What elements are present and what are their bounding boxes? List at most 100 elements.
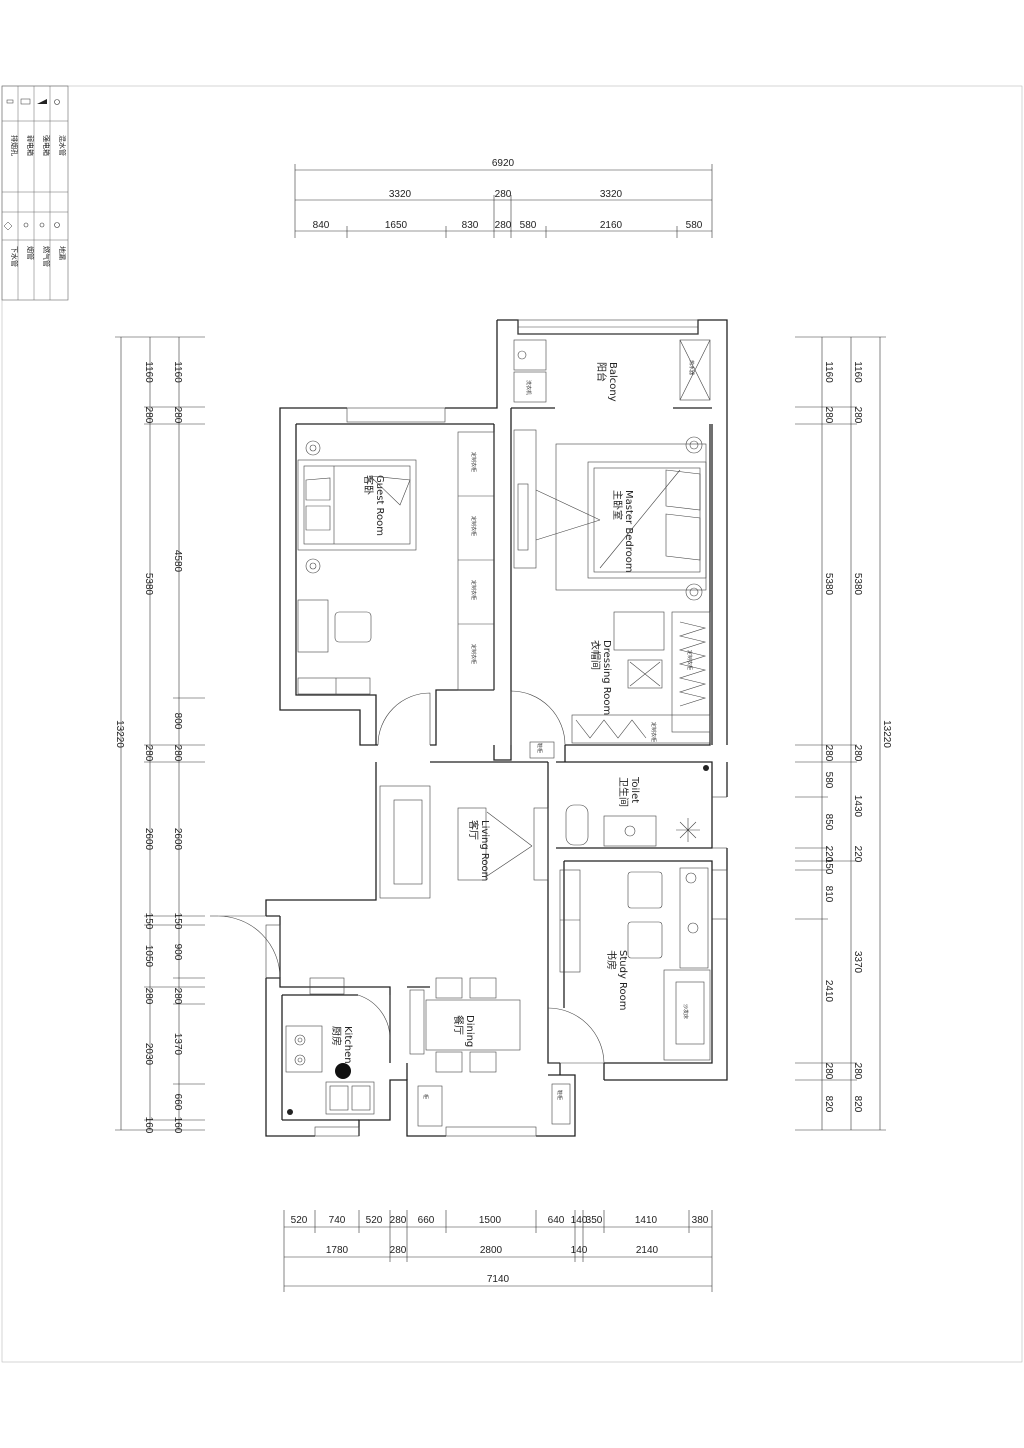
room-label-study: Study Room	[617, 950, 628, 1011]
dimension-label: 280	[495, 189, 512, 200]
dimension-label: 7140	[487, 1274, 510, 1285]
doors	[210, 690, 605, 1064]
fixture-label: 定制衣柜	[470, 580, 477, 600]
dimension-label: 13220	[114, 720, 125, 748]
room-label-dining-zh: 餐厅	[452, 1015, 465, 1035]
fixture-label: 定制衣柜	[470, 516, 477, 536]
sheet-border	[1, 85, 1023, 1363]
dimension-label: 280	[172, 407, 183, 424]
dimension-label: 280	[495, 220, 512, 231]
dimension-label: 1160	[852, 361, 863, 383]
dimension-label: 4580	[172, 550, 183, 573]
legend-label: 排烟孔	[10, 135, 19, 156]
tv-cabinet-icon	[533, 807, 549, 881]
legend-label: 弱电箱	[26, 135, 35, 156]
room-label-master: Master Bedroom	[623, 490, 634, 573]
dimension-label: 3320	[600, 189, 623, 200]
room-label-master-zh: 主卧室	[611, 490, 624, 520]
dimension-label: 1050	[143, 945, 154, 968]
dimension-label: 850	[823, 814, 834, 831]
fixture-label: 热水器	[688, 360, 695, 375]
dimension-label: 5380	[823, 573, 834, 596]
dimension-label: 150	[172, 913, 183, 930]
room-label-balcony: Balcony	[607, 362, 618, 402]
dimension-label: 580	[520, 220, 537, 231]
dimension-label: 1650	[385, 220, 408, 231]
desk-icon	[679, 867, 709, 969]
dimension-label: 2410	[823, 980, 834, 1003]
bed-icon	[587, 461, 707, 579]
room-label-dressing-zh: 衣帽间	[589, 640, 602, 670]
dimension-label: 13220	[881, 720, 892, 748]
ottoman-icon	[627, 659, 663, 689]
dimension-label: 830	[462, 220, 479, 231]
cabinet-icon	[679, 339, 711, 401]
dimension-label: 640	[548, 1215, 565, 1226]
dimension-label: 1430	[852, 795, 863, 818]
dimension-label: 820	[823, 1096, 834, 1113]
fixture-label: 定制衣柜	[650, 722, 657, 742]
wardrobe-icon	[457, 431, 495, 691]
dimension-label: 280	[823, 745, 834, 762]
room-label-guest-zh: 客卧	[362, 475, 375, 495]
chair-icon	[627, 871, 663, 909]
dimension-label: 280	[143, 745, 154, 762]
dimension-label: 2600	[143, 828, 154, 851]
dimension-label: 580	[686, 220, 703, 231]
room-label-toilet-zh: 卫生间	[617, 777, 630, 807]
legend-label: 烟管	[26, 246, 35, 260]
dimension-label: 280	[172, 988, 183, 1005]
dimension-label: 2160	[600, 220, 623, 231]
dimension-label: 280	[852, 407, 863, 424]
dimension-label: 220	[823, 846, 834, 863]
room-label-dressing: Dressing Room	[601, 640, 612, 715]
room-label-balcony-zh: 阳台	[595, 362, 608, 382]
fridge-icon	[309, 977, 345, 995]
dimension-label: 5380	[852, 573, 863, 596]
dimension-label: 840	[313, 220, 330, 231]
room-label-living: Living Room	[479, 820, 490, 881]
chair-icon	[627, 921, 663, 959]
dimension-label: 280	[852, 1063, 863, 1080]
dimension-label: 140	[571, 1245, 588, 1256]
dimension-label: 280	[172, 745, 183, 762]
bottom-dimensions: 520 740 520 280 660 1500 640 140 350 141…	[283, 1210, 713, 1292]
legend-label: 下水管	[10, 246, 19, 267]
fixture-label: 定制衣柜	[470, 644, 477, 664]
dimension-label: 660	[418, 1215, 435, 1226]
dimension-label: 520	[366, 1215, 383, 1226]
dimension-label: 380	[692, 1215, 709, 1226]
room-labels: Balcony 阳台 Guest Room 客卧 Master Bedroom …	[330, 362, 640, 1064]
right-dimensions: 13220 1160 280 5380 280 580 850 220 150 …	[795, 336, 892, 1131]
dimension-label: 350	[586, 1215, 603, 1226]
dimension-label: 660	[172, 1094, 183, 1111]
dimension-label: 160	[172, 1117, 183, 1134]
dimension-label: 800	[172, 713, 183, 730]
sink-icon	[513, 339, 547, 371]
drain-icon	[703, 765, 709, 771]
dimension-label: 220	[852, 846, 863, 863]
room-label-dining: Dining	[464, 1015, 475, 1047]
chair-icon	[334, 611, 372, 643]
furniture: 洗衣机 热水器 定制衣柜 定制衣柜 定制衣柜 定制衣柜	[285, 339, 711, 1127]
stove-burner-icon	[294, 1054, 306, 1066]
washer-icon	[513, 371, 547, 403]
dimension-label: 6920	[492, 158, 515, 169]
vanity-icon	[603, 815, 657, 847]
dimension-label: 2600	[172, 828, 183, 851]
person-icon	[335, 1063, 351, 1079]
dimension-label: 3370	[852, 951, 863, 974]
desk-icon	[297, 599, 329, 653]
legend-table: 混水管 强电箱 弱电箱 排烟孔 地漏 燃气管 烟管 下水管	[1, 85, 69, 301]
legend-label: 地漏	[58, 246, 67, 260]
dimension-label: 810	[823, 886, 834, 903]
dimension-label: 2800	[480, 1245, 503, 1256]
dimension-label: 2140	[636, 1245, 659, 1256]
dimension-label: 820	[852, 1096, 863, 1113]
toilet-icon	[565, 804, 589, 846]
dimension-label: 280	[143, 407, 154, 424]
dimension-label: 140	[571, 1215, 588, 1226]
bed-icon	[297, 459, 417, 551]
dimension-label: 1160	[823, 361, 834, 383]
